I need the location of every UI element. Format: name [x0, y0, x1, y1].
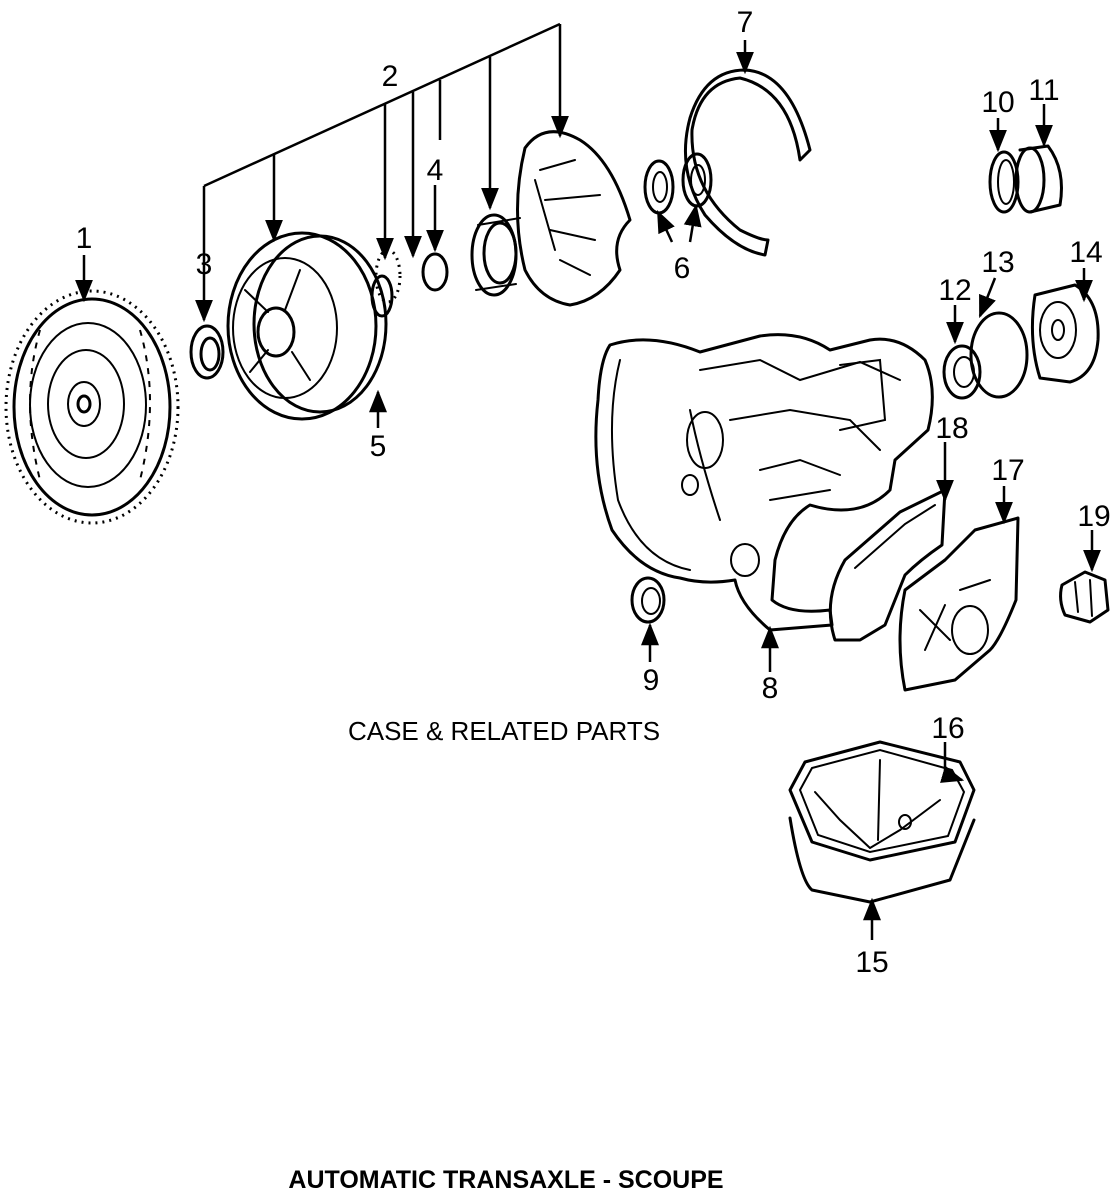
diagram-title: AUTOMATIC TRANSAXLE - SCOUPE	[288, 1166, 723, 1194]
side-cover	[898, 516, 1020, 692]
callout-8: 8	[762, 672, 779, 705]
callout-3: 3	[196, 248, 213, 281]
oil-pump-assembly	[226, 231, 402, 421]
callout-11: 11	[1028, 74, 1059, 107]
front-seal	[189, 324, 225, 380]
callout-17: 17	[991, 454, 1024, 487]
callout-14: 14	[1069, 236, 1102, 269]
callout-13: 13	[981, 246, 1014, 279]
oil-pan-and-gasket	[788, 740, 976, 904]
side-seals-and-housing	[942, 283, 1100, 400]
section-caption: CASE & RELATED PARTS	[348, 716, 660, 746]
callout-19: 19	[1077, 500, 1110, 533]
side-cover-gasket	[828, 488, 947, 642]
callout-5: 5	[370, 430, 387, 463]
o-ring	[421, 252, 449, 292]
transaxle-case	[594, 333, 934, 632]
callout-2: 2	[382, 60, 399, 93]
speed-sensor	[1059, 570, 1110, 624]
retainer-rings	[988, 144, 1063, 214]
callout-12: 12	[938, 274, 971, 307]
torque-converter	[4, 289, 180, 525]
c-ring	[684, 68, 812, 257]
leader-lines	[75, 22, 1101, 940]
callout-10: 10	[981, 86, 1014, 119]
callout-9: 9	[643, 664, 660, 697]
callout-1: 1	[76, 222, 93, 255]
callout-16: 16	[931, 712, 964, 745]
callout-4: 4	[427, 154, 444, 187]
callout-6: 6	[674, 252, 691, 285]
bearing-race	[470, 213, 521, 297]
pump-cover	[516, 130, 632, 307]
callout-7: 7	[737, 6, 754, 39]
callout-15: 15	[855, 946, 888, 979]
axle-seal	[630, 576, 666, 624]
callout-18: 18	[935, 412, 968, 445]
